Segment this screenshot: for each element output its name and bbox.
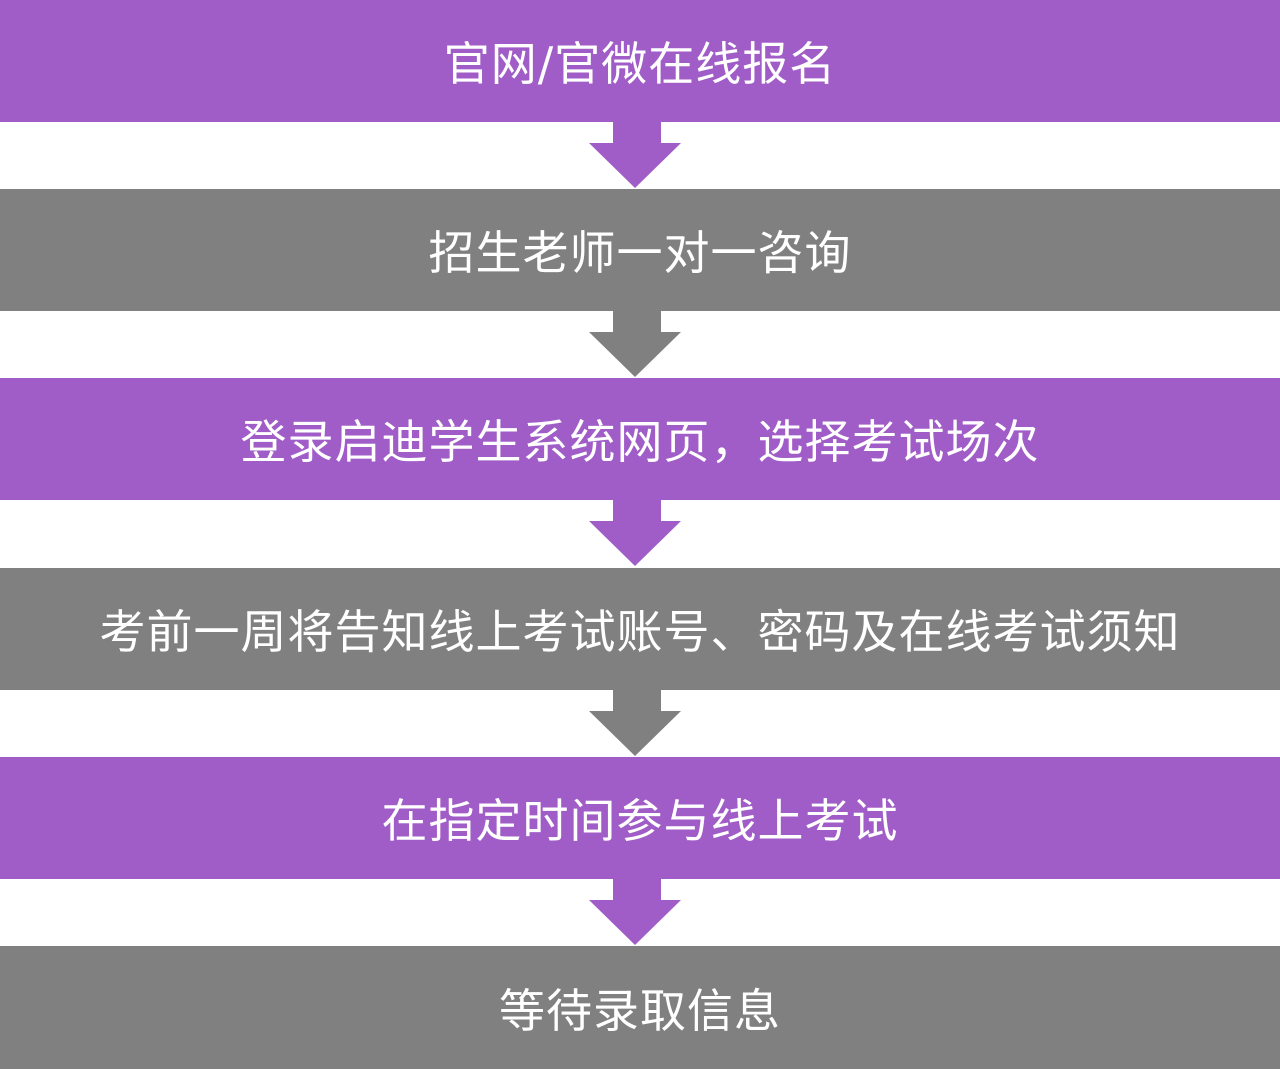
- flow-step-1: 官网/官微在线报名: [0, 0, 1280, 122]
- flow-step-label: 在指定时间参与线上考试: [381, 794, 899, 848]
- flow-step-6: 等待录取信息: [0, 946, 1280, 1069]
- flow-step-label: 官网/官微在线报名: [443, 37, 837, 91]
- down-arrow-icon: [589, 311, 681, 377]
- flow-step-label: 招生老师一对一咨询: [428, 226, 852, 280]
- down-arrow-icon: [589, 690, 681, 756]
- down-arrow-icon: [589, 879, 681, 945]
- flow-step-label: 考前一周将告知线上考试账号、密码及在线考试须知: [99, 605, 1181, 659]
- flow-step-label: 等待录取信息: [499, 983, 781, 1038]
- down-arrow-icon: [589, 122, 681, 188]
- flow-step-label: 登录启迪学生系统网页，选择考试场次: [240, 415, 1040, 469]
- flow-step-4: 考前一周将告知线上考试账号、密码及在线考试须知: [0, 568, 1280, 690]
- down-arrow-icon: [589, 500, 681, 566]
- flow-step-3: 登录启迪学生系统网页，选择考试场次: [0, 378, 1280, 500]
- flow-step-2: 招生老师一对一咨询: [0, 189, 1280, 311]
- flow-step-5: 在指定时间参与线上考试: [0, 757, 1280, 879]
